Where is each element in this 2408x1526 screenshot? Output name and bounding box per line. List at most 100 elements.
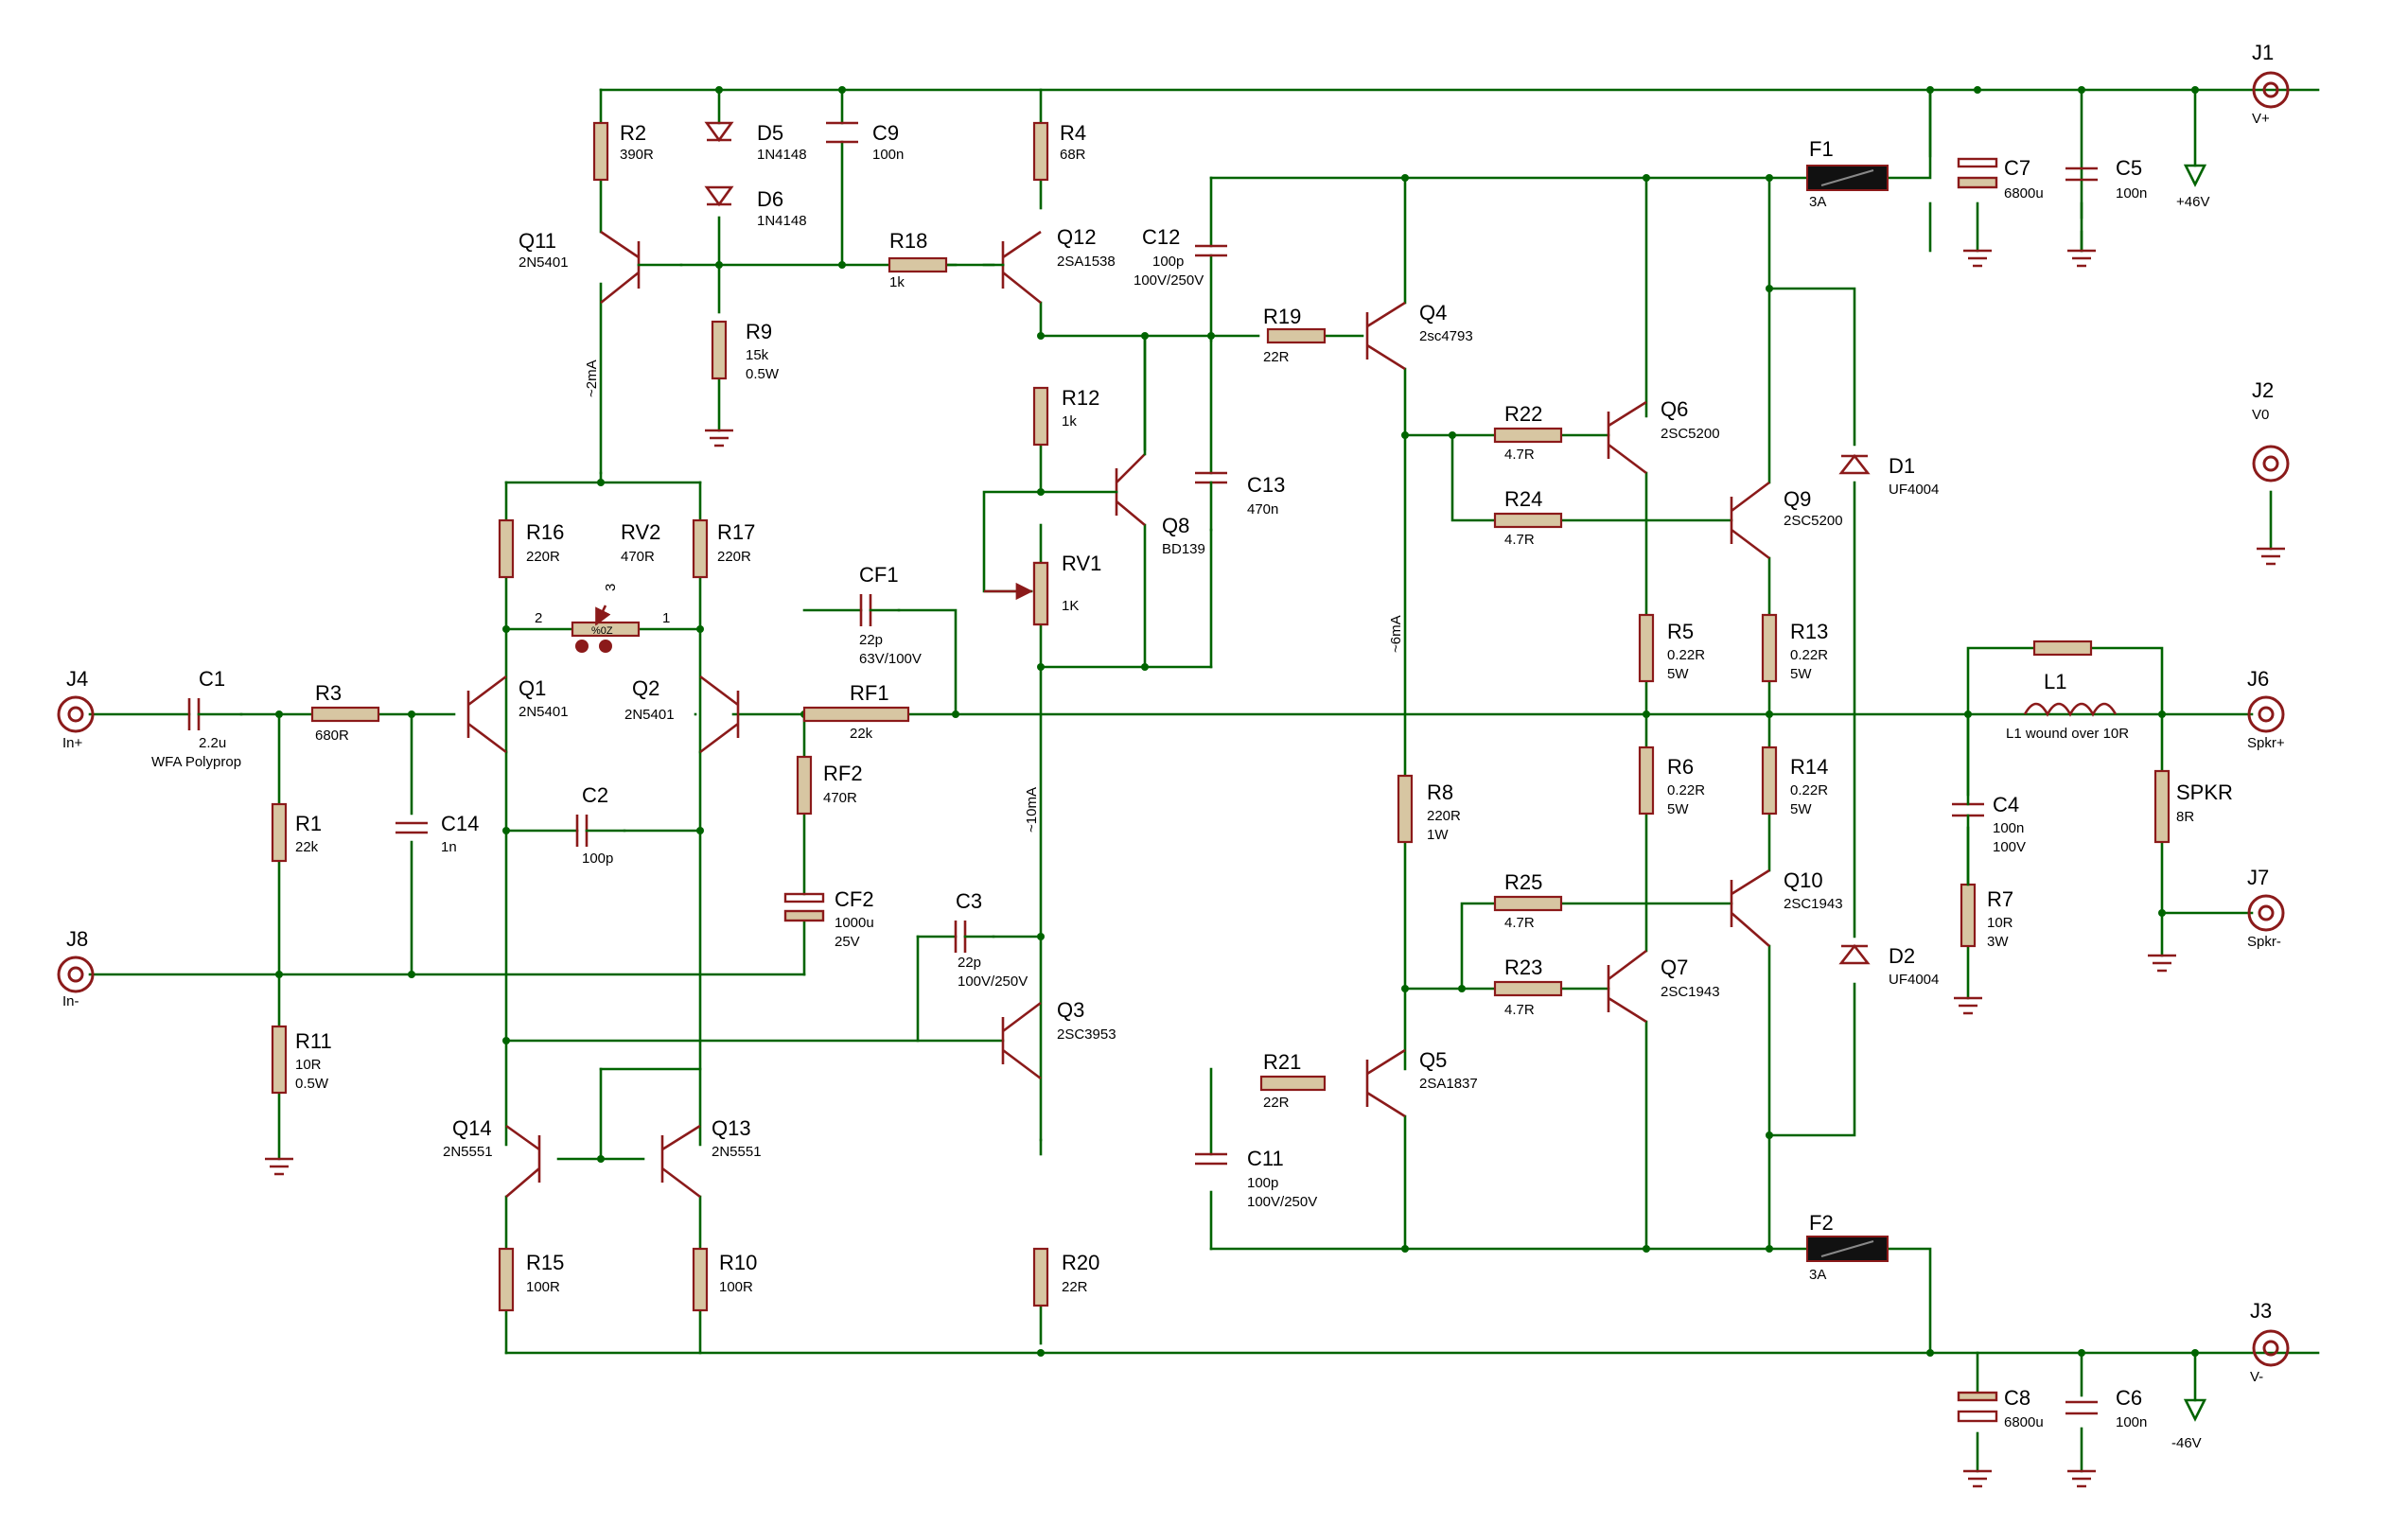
ref-C1: C1 (199, 667, 225, 691)
transistors (466, 230, 1770, 1199)
sub-C12: 100V/250V (1134, 272, 1204, 289)
ref-R8: R8 (1427, 781, 1453, 804)
val-L1: L1 wound over 10R (2006, 726, 2129, 742)
sub-R13: 5W (1790, 666, 1812, 682)
val-Q12: 2SA1538 (1057, 254, 1116, 270)
label-J7: Spkr- (2247, 934, 2281, 950)
ref-Q3: Q3 (1057, 998, 1084, 1022)
fuses (1806, 165, 1889, 1262)
val-F2: 3A (1809, 1267, 1826, 1283)
val-R14: 0.22R (1790, 782, 1828, 798)
val-R1: 22k (295, 839, 319, 855)
val-C7: 6800u (2004, 185, 2044, 202)
val-Q4: 2sc4793 (1419, 328, 1473, 344)
ref-C7: C7 (2004, 156, 2030, 180)
ref-Q6: Q6 (1661, 397, 1688, 421)
sub-C4: 100V (1993, 839, 2026, 855)
sub-R14: 5W (1790, 801, 1812, 817)
ref-R23: R23 (1504, 956, 1542, 979)
ref-R17: R17 (717, 520, 755, 544)
val-R7: 10R (1987, 915, 2013, 931)
ref-J4: J4 (66, 667, 88, 691)
sub-R5: 5W (1667, 666, 1689, 682)
val-D6: 1N4148 (757, 213, 807, 229)
annotation-6ma: ~6mA (1388, 615, 1404, 653)
val-R17: 220R (717, 549, 751, 565)
val-RF2: 470R (823, 790, 857, 806)
ref-F1: F1 (1809, 137, 1834, 161)
ref-Q9: Q9 (1784, 487, 1811, 511)
ref-C14: C14 (441, 812, 479, 835)
ref-R16: R16 (526, 520, 564, 544)
val-R2: 390R (620, 147, 654, 163)
val-Q8: BD139 (1162, 541, 1205, 557)
ref-C4: C4 (1993, 793, 2019, 816)
ref-Q4: Q4 (1419, 301, 1447, 324)
ref-R12: R12 (1062, 386, 1099, 410)
ref-R22: R22 (1504, 402, 1542, 426)
ref-J1: J1 (2252, 41, 2274, 64)
ref-R14: R14 (1790, 755, 1828, 779)
ref-R3: R3 (315, 681, 342, 705)
rv2-pin-3: 3 (603, 584, 619, 591)
ref-R13: R13 (1790, 620, 1828, 643)
ref-Q1: Q1 (519, 676, 546, 700)
annotation-2ma: ~2mA (584, 360, 600, 397)
ref-RF2: RF2 (823, 762, 863, 785)
val-Q1: 2N5401 (519, 704, 569, 720)
val-D2: UF4004 (1889, 972, 1939, 988)
ref-L1: L1 (2044, 670, 2066, 693)
ref-C3: C3 (956, 889, 982, 913)
ref-Q13: Q13 (712, 1116, 751, 1140)
ref-J3: J3 (2250, 1299, 2272, 1323)
sub-CF1: 63V/100V (859, 651, 922, 667)
val-C8: 6800u (2004, 1414, 2044, 1430)
label-J6: Spkr+ (2247, 735, 2285, 751)
val-R6: 0.22R (1667, 782, 1705, 798)
val-Q2: 2N5401 (624, 707, 675, 723)
diodes (704, 121, 2118, 965)
val-C13: 470n (1247, 501, 1278, 517)
ref-R19: R19 (1263, 305, 1301, 328)
annotations: ~2mA ~10mA ~6mA 2 3 1 %0Z (535, 360, 1404, 833)
val-R18: 1k (889, 274, 905, 290)
ref-R18: R18 (889, 229, 927, 253)
resistors (271, 121, 2171, 1312)
val-Q14: 2N5551 (443, 1144, 493, 1160)
ref-R2: R2 (620, 121, 646, 145)
ref-J6: J6 (2247, 667, 2269, 691)
val-D5: 1N4148 (757, 147, 807, 163)
ref-R4: R4 (1060, 121, 1086, 145)
ref-Q10: Q10 (1784, 868, 1823, 892)
ref-R24: R24 (1504, 487, 1542, 511)
ref-R15: R15 (526, 1251, 564, 1274)
ref-D2: D2 (1889, 944, 1915, 968)
ref-F2: F2 (1809, 1211, 1834, 1235)
val-Q7: 2SC1943 (1661, 984, 1720, 1000)
rail-negative: -46V (2171, 1435, 2202, 1451)
label-J4: In+ (62, 735, 83, 751)
ref-C2: C2 (582, 783, 608, 807)
connector-labels: J1 V+ J2 V0 J3 V- J4 In+ J6 Spkr+ J7 Spk… (62, 41, 2285, 1451)
val-R12: 1k (1062, 413, 1077, 430)
sub-C11: 100V/250V (1247, 1194, 1317, 1210)
sub-R9: 0.5W (746, 366, 780, 382)
ref-Q7: Q7 (1661, 956, 1688, 979)
ref-D5: D5 (757, 121, 783, 145)
ref-R21: R21 (1263, 1050, 1301, 1074)
val-RV2: 470R (621, 549, 655, 565)
ref-C11: C11 (1247, 1147, 1284, 1170)
val-Q5: 2SA1837 (1419, 1076, 1478, 1092)
val-Q11: 2N5401 (519, 254, 569, 271)
val-R24: 4.7R (1504, 532, 1535, 548)
ref-Q11: Q11 (519, 229, 556, 253)
ref-R9: R9 (746, 320, 772, 343)
val-R22: 4.7R (1504, 447, 1535, 463)
sub-R6: 5W (1667, 801, 1689, 817)
component-labels: R2 390R D5 1N4148 C9 100n R4 68R D6 1N41… (151, 121, 2233, 1430)
label-J3: V- (2250, 1369, 2263, 1385)
val-R23: 4.7R (1504, 1002, 1535, 1018)
ref-C12: C12 (1142, 225, 1180, 249)
ref-J8: J8 (66, 927, 88, 951)
